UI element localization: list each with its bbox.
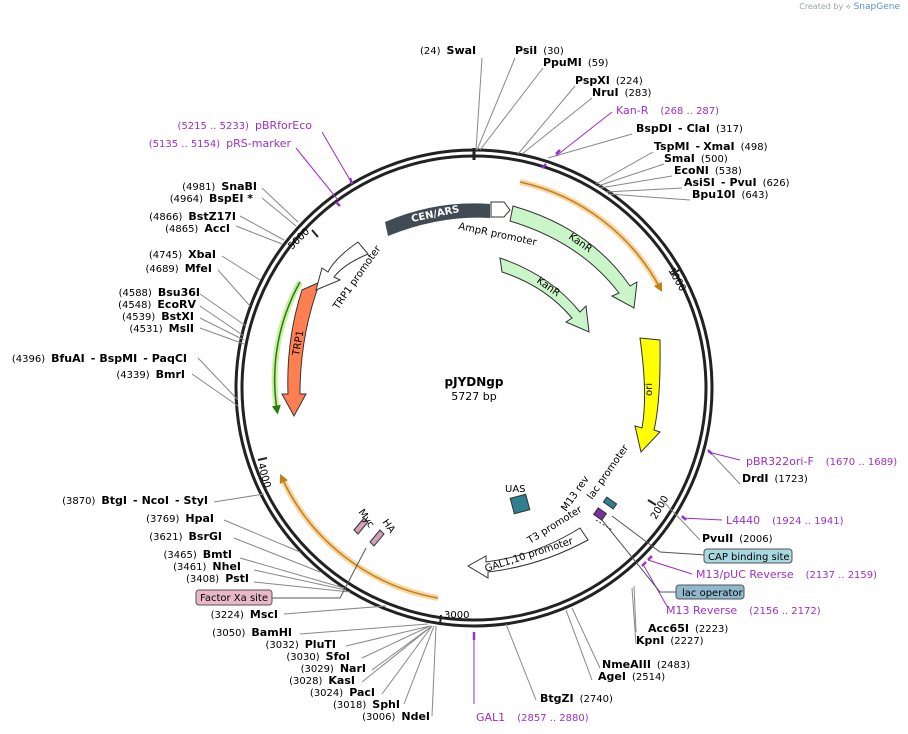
leader-lines (191, 57, 741, 717)
cen-ars-feature (385, 203, 490, 236)
factor-xa-box-line (272, 547, 367, 599)
primer-prs-marker: (5135 .. 5154)pRS-marker (149, 137, 292, 150)
lac-operator-label: lac operator (682, 588, 743, 599)
enzyme-btgzi: BtgZI(2740) (540, 692, 613, 705)
uas-label: UAS (505, 484, 526, 495)
enzyme-bspei: (4964)BspEI * (170, 192, 254, 205)
enzyme-nrui: NruI(283) (592, 86, 652, 99)
enzyme-bmri: (4339)BmrI (116, 368, 185, 381)
cap-binding-site-label: CAP binding site (708, 552, 790, 563)
enzyme-ppumi: PpuMI(59) (543, 56, 608, 69)
enzyme-bpu10i: Bpu10I(643) (692, 188, 768, 201)
ori-label: ori (644, 383, 655, 396)
tick-label-5000: 5000 (286, 226, 312, 252)
orange-track-kanr-line (519, 181, 663, 292)
enzyme-msci: (3224)MscI (211, 608, 278, 621)
kanr-inner-feature (499, 257, 590, 333)
trp1-label: TRP1 (291, 330, 306, 358)
m13-rev-mark (595, 519, 613, 531)
trp1-promoter-feature (315, 241, 369, 291)
tick-label-3000: 3000 (444, 610, 469, 621)
enzyme-pvuii: PvuII(2006) (702, 532, 773, 545)
cap-site-mark (602, 496, 618, 510)
enzyme-acc65i: Acc65I(2223) (648, 622, 728, 635)
enzyme-bmti: (3465)BmtI (164, 548, 232, 561)
orange-track-kanr (519, 179, 663, 290)
enzyme-asisi-pvui: AsiSI-PvuI(626) (684, 176, 790, 189)
primer-pbr322ori-f: pBR322ori-F(1670 .. 1689) (746, 455, 897, 468)
enzyme-ecorv: (4548)EcoRV (118, 298, 196, 311)
myc-tag-mark (353, 517, 369, 535)
plasmid-name: pJYDNgp (445, 375, 504, 389)
orange-track-gal (279, 476, 439, 601)
ori-feature (634, 337, 661, 454)
primer-m13-puc-reverse: M13/pUC Reverse(2137 .. 2159) (696, 568, 877, 581)
ha-tag-mark (369, 529, 385, 547)
enzyme-econi: EcoNI(538) (674, 164, 742, 177)
cap-box-line (611, 515, 707, 556)
enzyme-sphi: (3018)SphI (333, 698, 400, 711)
enzyme-bstxi: (4539)BstXI (122, 310, 194, 323)
lac-operator-mark (592, 507, 608, 521)
enzyme-bstz17i: (4866)BstZ17I (149, 210, 236, 223)
enzyme-psii: PsiI(30) (515, 44, 564, 57)
enzyme-snabi: (4981)SnaBI (182, 180, 257, 193)
primer-labels: Kan-R(268 .. 287) pBR322ori-F(1670 .. 16… (149, 104, 898, 724)
enzyme-agei: AgeI(2514) (598, 670, 665, 683)
enzyme-tspmi-xmai: TspMI-XmaI(498) (654, 140, 768, 153)
enzyme-bspdi-clai: BspDI-ClaI(317) (636, 122, 743, 135)
trp1-feature (281, 281, 321, 418)
enzyme-sfoi: (3030)SfoI (286, 650, 350, 663)
primer-m13-reverse: M13 Reverse(2156 .. 2172) (666, 604, 821, 617)
enzyme-labels-left: (3006)NdeI (3018)SphI (3024)PacI (3028)K… (12, 180, 430, 723)
enzyme-labels-top: (24)SwaI PsiI(30) PpuMI(59) PspXI(224) N… (420, 44, 808, 705)
primer-pbrforeco: (5215 .. 5233)pBRforEco (178, 119, 313, 132)
enzyme-mfei: (4689)MfeI (145, 262, 212, 275)
enzyme-ndei: (3006)NdeI (362, 710, 430, 723)
primer-lines (295, 111, 741, 704)
enzyme-msli: (4531)MslI (129, 322, 194, 335)
enzyme-bfuai-bspmi-paqci: (4396)BfuAI-BspMI-PaqCI (12, 352, 187, 365)
enzyme-hpai: (3769)HpaI (146, 512, 214, 525)
enzyme-nari: (3029)NarI (301, 662, 366, 675)
tick-marks (257, 229, 680, 626)
kanr-outer-feature (509, 205, 638, 309)
primer-gal1: GAL1(2857 .. 2880) (476, 711, 589, 724)
enzyme-bamhi: (3050)BamHI (212, 626, 292, 639)
enzyme-paci: (3024)PacI (310, 686, 375, 699)
enzyme-smai: SmaI(500) (664, 152, 728, 165)
primer-marks (335, 149, 713, 640)
green-track-trp1-line (271, 281, 301, 415)
ampr-promoter-feature (490, 201, 511, 218)
enzyme-kasi: (3028)KasI (289, 674, 355, 687)
enzyme-pluti: (3032)PluTI (265, 638, 336, 651)
enzyme-bsu36i: (4588)Bsu36I (119, 286, 200, 299)
enzyme-drdi: DrdI(1723) (742, 472, 808, 485)
factor-xa-site-label: Factor Xa site (200, 593, 268, 604)
primer-kan-r: Kan-R(268 .. 287) (616, 104, 719, 117)
orange-track-gal-line (279, 473, 439, 599)
enzyme-btgi-ncoi-styi: (3870)BtgI-NcoI-StyI (62, 494, 208, 507)
cap-binding-site-box (703, 548, 793, 564)
lac-operator-box-line (601, 519, 676, 593)
uas-feature (509, 493, 531, 515)
enzyme-nmeaiii: NmeAIII(2483) (602, 658, 690, 671)
enzyme-acci: (4865)AccI (165, 222, 230, 235)
enzyme-pspxi: PspXI(224) (575, 74, 643, 87)
snapgene-logo-icon: ⟡ (845, 2, 852, 11)
primer-l4440: L4440(1924 .. 1941) (726, 514, 844, 527)
lac-operator-box (675, 584, 745, 600)
lac-promoter-label: lac promoter (585, 442, 631, 501)
enzyme-swai: (24)SwaI (420, 44, 476, 57)
plasmid-length: 5727 bp (451, 390, 496, 403)
enzyme-xbai: (4745)XbaI (149, 248, 216, 261)
factor-xa-site-box (195, 589, 273, 606)
snapgene-watermark: Created by ⟡ SnapGene (799, 2, 900, 12)
enzyme-kpni: KpnI(2227) (636, 634, 704, 647)
enzyme-nhei: (3461)NheI (173, 560, 241, 573)
enzyme-bsrgi: (3621)BsrGI (149, 530, 222, 543)
enzyme-psti: (3408)PstI (186, 572, 249, 585)
gal1-10-promoter-feature (467, 527, 589, 579)
